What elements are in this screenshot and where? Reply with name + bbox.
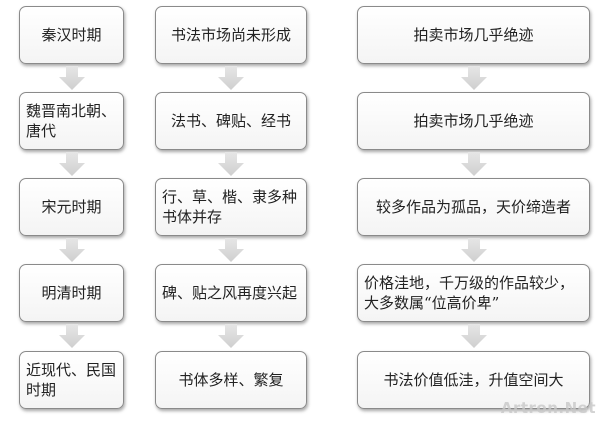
box-label: 明清时期 (41, 284, 102, 302)
box-label: 碑、贴之风再度兴起 (162, 284, 298, 302)
down-arrow-icon (58, 324, 85, 348)
box-label: 书法市场尚未形成 (170, 26, 291, 44)
box-label: 书法价值低洼，升值空间大 (383, 371, 564, 389)
box-label: 秦汉时期 (41, 26, 102, 44)
calligraphy-box-2: 法书、碑贴、经书 (155, 92, 307, 150)
auction-box-5: 书法价值低洼，升值空间大 (357, 351, 590, 409)
period-box-5: 近现代、民国时期 (19, 351, 124, 409)
down-arrow-icon (218, 324, 244, 348)
calligraphy-box-5: 书体多样、繁复 (155, 351, 307, 409)
calligraphy-box-4: 碑、贴之风再度兴起 (155, 264, 307, 322)
box-label: 价格洼地，千万级的作品较少，大多数属“位高价卑” (364, 274, 575, 312)
box-label: 拍卖市场几乎绝迹 (413, 112, 534, 130)
box-label: 较多作品为孤品，天价缔造者 (375, 198, 571, 216)
down-arrow-icon (460, 324, 487, 348)
auction-box-4: 价格洼地，千万级的作品较少，大多数属“位高价卑” (357, 264, 590, 322)
down-arrow-icon (460, 238, 487, 262)
box-label: 法书、碑贴、经书 (170, 112, 291, 130)
box-label: 书体多样、繁复 (178, 371, 284, 389)
down-arrow-icon (218, 152, 244, 176)
box-label: 近现代、民国时期 (26, 361, 117, 399)
box-label: 宋元时期 (41, 198, 102, 216)
box-label: 拍卖市场几乎绝迹 (413, 26, 534, 44)
down-arrow-icon (58, 238, 85, 262)
calligraphy-box-3: 行、草、楷、隶多种书体并存 (155, 178, 307, 236)
period-box-1: 秦汉时期 (19, 6, 124, 64)
auction-box-2: 拍卖市场几乎绝迹 (357, 92, 590, 150)
down-arrow-icon (460, 66, 487, 90)
down-arrow-icon (460, 152, 487, 176)
box-label: 魏晋南北朝、唐代 (26, 102, 117, 140)
down-arrow-icon (218, 238, 244, 262)
auction-box-3: 较多作品为孤品，天价缔造者 (357, 178, 590, 236)
box-label: 行、草、楷、隶多种书体并存 (162, 188, 298, 226)
down-arrow-icon (58, 66, 85, 90)
down-arrow-icon (58, 152, 85, 176)
calligraphy-box-1: 书法市场尚未形成 (155, 6, 307, 64)
period-box-2: 魏晋南北朝、唐代 (19, 92, 124, 150)
down-arrow-icon (218, 66, 244, 90)
period-box-4: 明清时期 (19, 264, 124, 322)
period-box-3: 宋元时期 (19, 178, 124, 236)
auction-box-1: 拍卖市场几乎绝迹 (357, 6, 590, 64)
watermark: Artron.Net (500, 399, 596, 417)
